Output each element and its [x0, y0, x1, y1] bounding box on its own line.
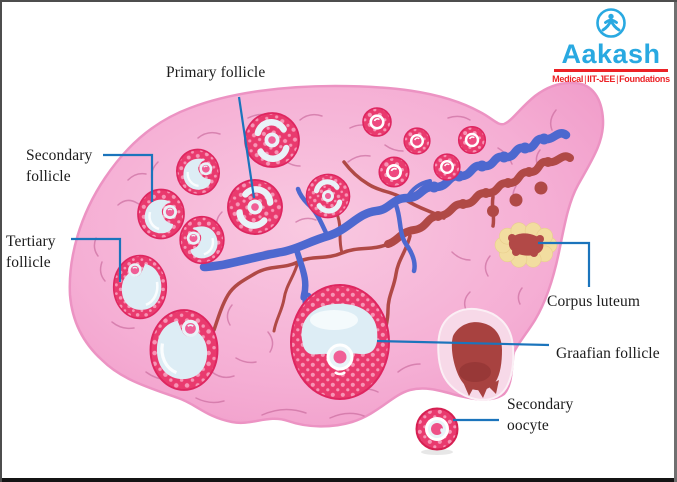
graafian-follicle-illustration: [290, 284, 390, 400]
label-corpus-luteum: Corpus luteum: [547, 293, 641, 310]
label-graafian-follicle: Graafian follicle: [556, 345, 660, 362]
leader-line-corpus-luteum: [538, 241, 591, 287]
secondary-follicle-illustration: [178, 215, 226, 265]
stroma-texture: [93, 109, 557, 419]
leader-lines: [71, 96, 591, 422]
leader-line-graafian-follicle: [376, 339, 550, 347]
leader-line-tertiary-follicle: [71, 237, 122, 282]
aakash-brand-text: Aakash: [561, 39, 661, 69]
primordial-follicle-illustration: [403, 127, 431, 155]
tagline-foundations: Foundations: [619, 74, 670, 84]
ruptured-follicle-illustration: [437, 308, 515, 401]
tertiary-follicle-illustration: [112, 254, 168, 320]
tagline-separator: |: [616, 74, 619, 84]
primordial-follicle-illustration: [457, 125, 487, 155]
follicles: [112, 107, 487, 400]
tagline-medical: Medical: [552, 74, 584, 84]
label-primary-follicle: Primary follicle: [166, 64, 266, 81]
tagline-iitjee: IIT-JEE: [587, 74, 616, 84]
logo-rule: [554, 69, 668, 72]
secondary-oocyte-illustration: [415, 407, 459, 455]
label-tertiary-follicle: Tertiary follicle: [6, 233, 56, 271]
secondary-follicle-illustration: [136, 188, 186, 240]
tagline-separator: |: [584, 74, 587, 84]
tertiary-follicle-illustration: [148, 308, 220, 392]
label-secondary-oocyte: Secondary oocyte: [507, 396, 574, 434]
primordial-follicle-illustration: [362, 107, 392, 137]
primordial-follicle-illustration: [378, 156, 410, 188]
aakash-logo-icon: [596, 8, 626, 38]
leader-line-secondary-follicle: [103, 153, 154, 202]
label-secondary-follicle: Secondary follicle: [26, 147, 93, 185]
primordial-follicle-illustration: [433, 153, 461, 181]
logo-tagline: Medical|IIT-JEE|Foundations: [551, 74, 671, 84]
leader-line-primary-follicle: [237, 96, 256, 199]
aakash-logo: Aakash Medical|IIT-JEE|Foundations: [551, 5, 671, 84]
corpus-luteum-illustration: [494, 222, 558, 268]
